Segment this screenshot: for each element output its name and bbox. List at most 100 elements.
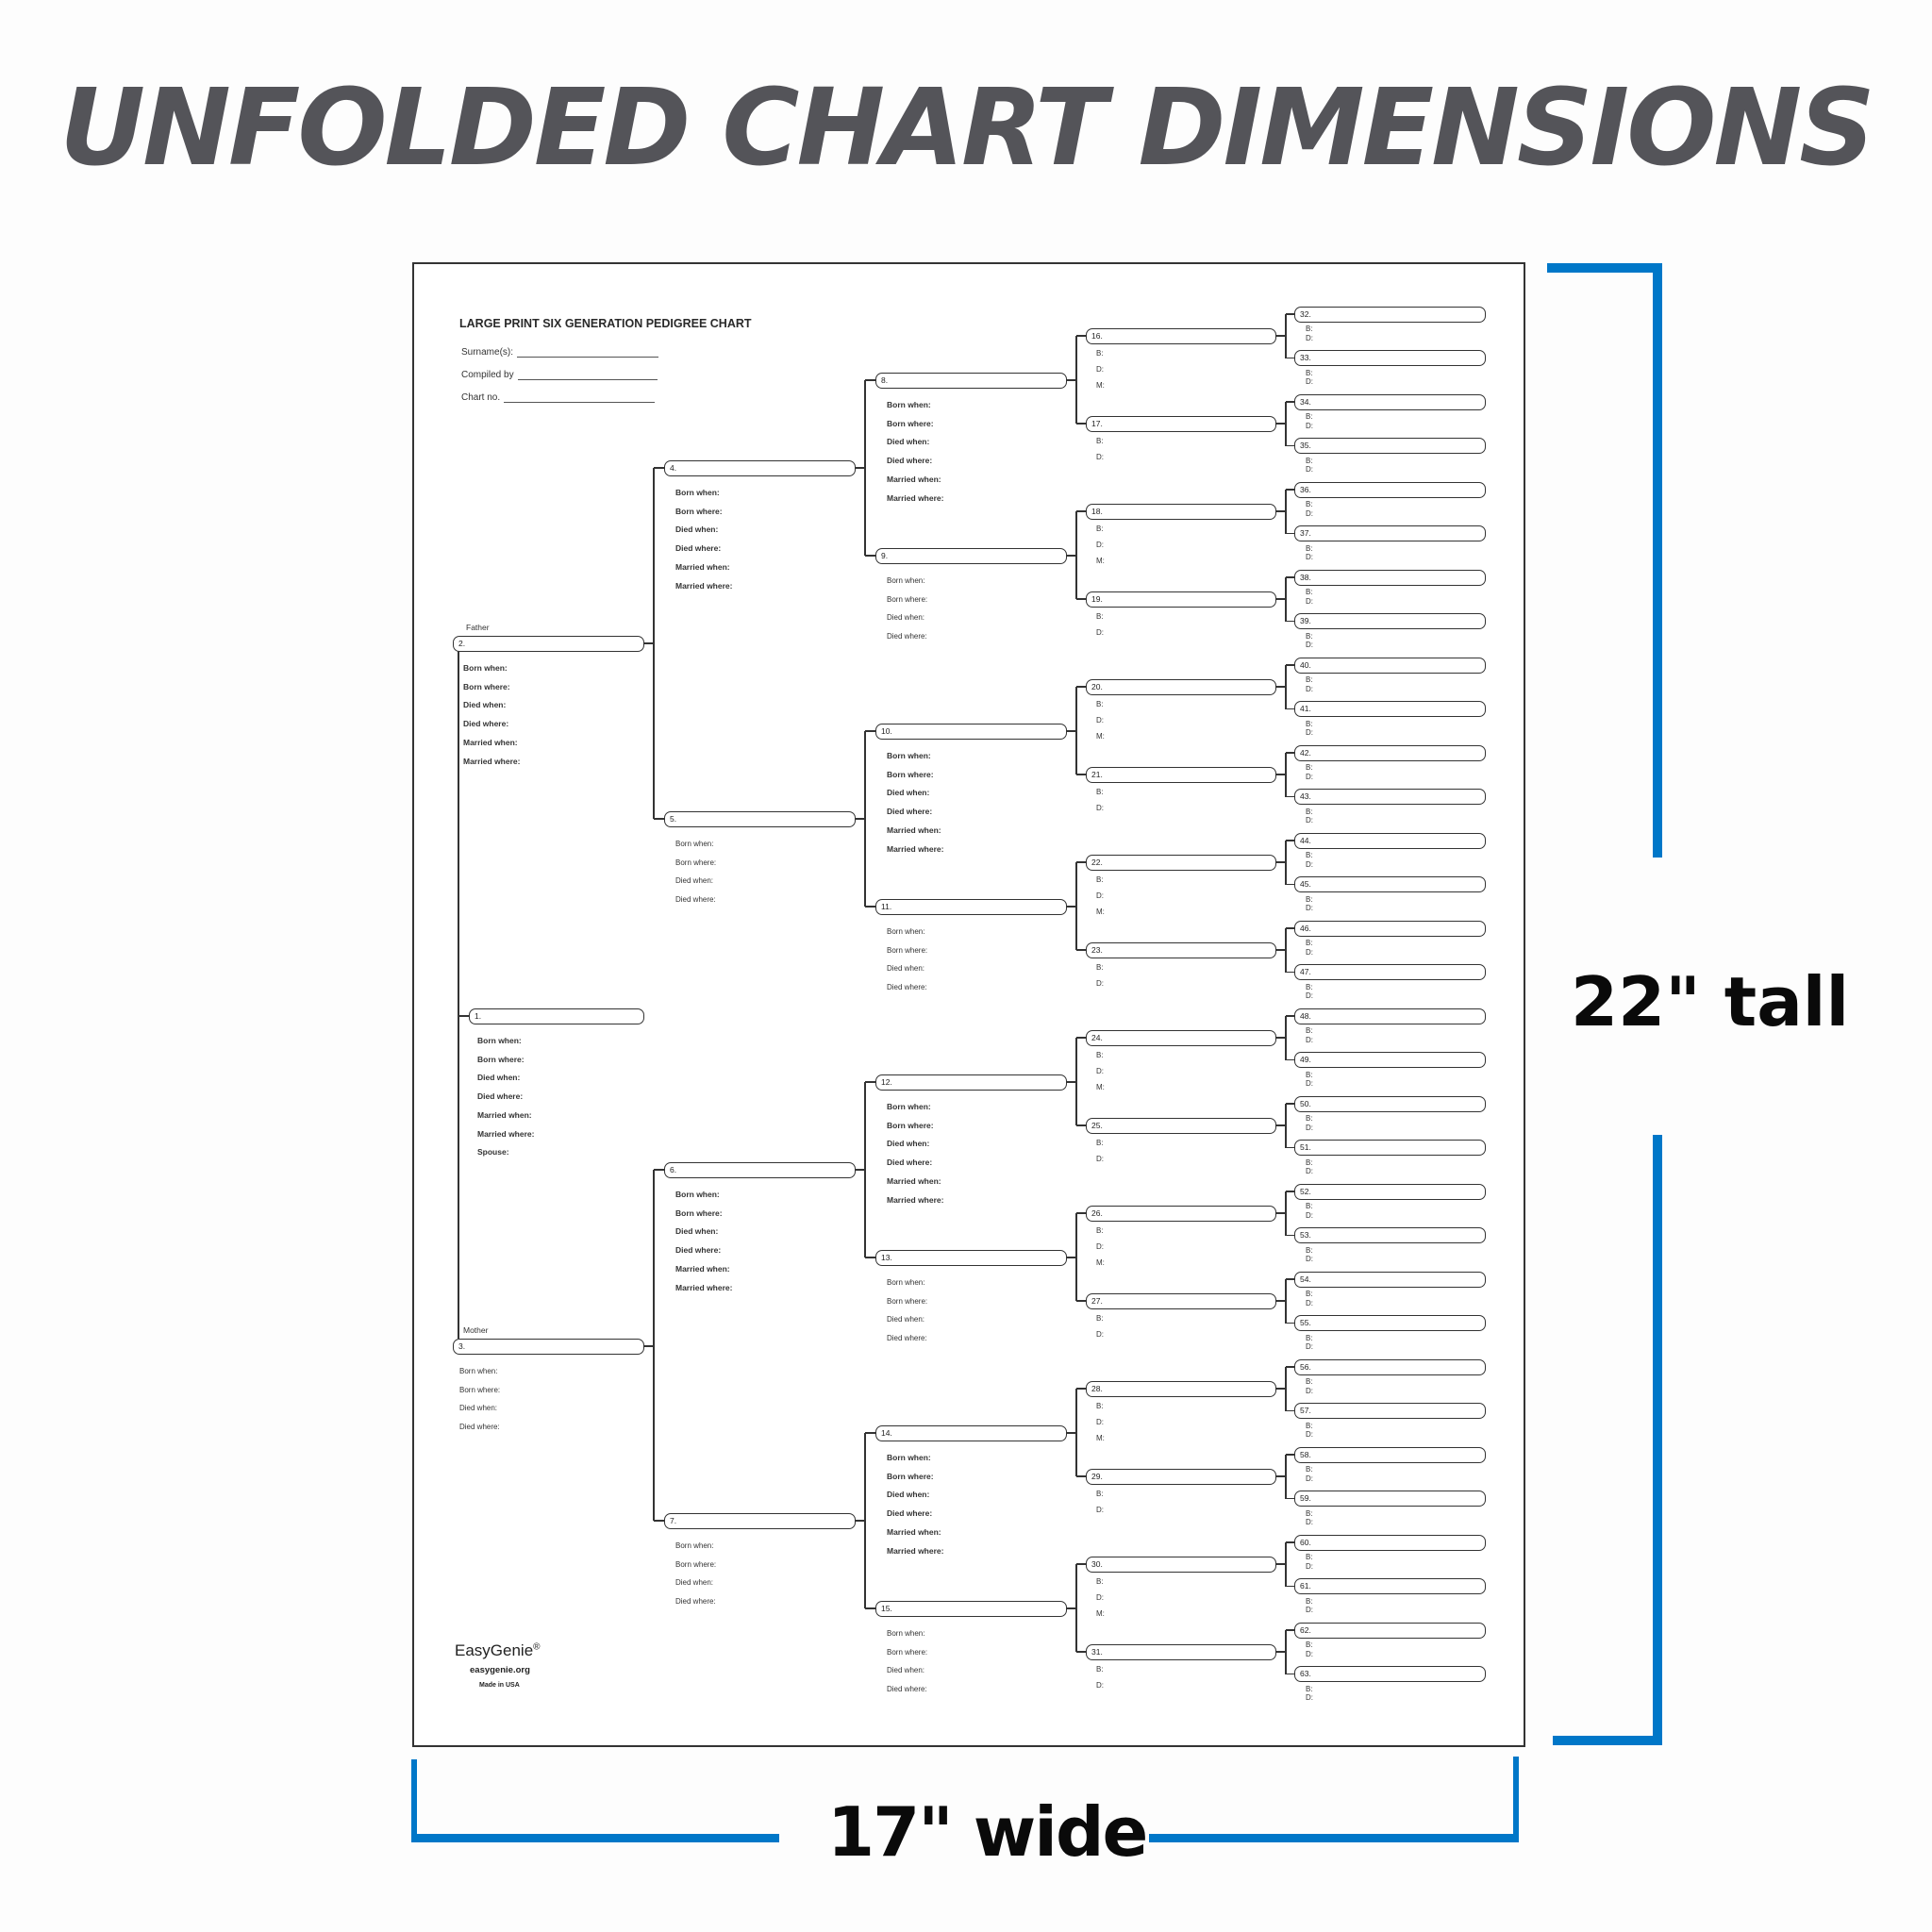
- person-number: 42.: [1300, 747, 1311, 758]
- field-label: D:: [1306, 1079, 1313, 1088]
- connector-line: [1286, 1234, 1294, 1237]
- connector-line: [1076, 861, 1086, 863]
- person-box-54[interactable]: 54.: [1294, 1271, 1486, 1288]
- person-box-6[interactable]: 6.: [664, 1161, 856, 1178]
- person-box-41[interactable]: 41.: [1294, 701, 1486, 717]
- height-bracket-top-arm: [1547, 263, 1661, 273]
- field-label: Died where:: [887, 632, 927, 641]
- person-box-49[interactable]: 49.: [1294, 1052, 1486, 1068]
- person-box-34[interactable]: 34.: [1294, 393, 1486, 410]
- person-box-14[interactable]: 14.: [875, 1424, 1067, 1441]
- person-box-62[interactable]: 62.: [1294, 1622, 1486, 1639]
- person-box-16[interactable]: 16.: [1086, 327, 1276, 344]
- person-box-39[interactable]: 39.: [1294, 613, 1486, 629]
- person-number: 40.: [1300, 659, 1311, 670]
- person-box-55[interactable]: 55.: [1294, 1315, 1486, 1331]
- person-box-2[interactable]: 2.: [453, 635, 644, 652]
- person-box-42[interactable]: 42.: [1294, 744, 1486, 761]
- person-box-31[interactable]: 31.: [1086, 1643, 1276, 1660]
- person-box-23[interactable]: 23.: [1086, 941, 1276, 958]
- person-box-56[interactable]: 56.: [1294, 1358, 1486, 1375]
- person-box-61[interactable]: 61.: [1294, 1578, 1486, 1594]
- person-box-50[interactable]: 50.: [1294, 1095, 1486, 1112]
- field-label: Died when:: [887, 1315, 925, 1324]
- person-box-12[interactable]: 12.: [875, 1074, 1067, 1091]
- person-box-51[interactable]: 51.: [1294, 1140, 1486, 1156]
- field-label: B:: [1306, 543, 1313, 553]
- person-box-29[interactable]: 29.: [1086, 1468, 1276, 1485]
- person-box-30[interactable]: 30.: [1086, 1556, 1276, 1573]
- person-box-43[interactable]: 43.: [1294, 789, 1486, 805]
- person-box-18[interactable]: 18.: [1086, 503, 1276, 520]
- person-box-8[interactable]: 8.: [875, 372, 1067, 389]
- connector-line: [1286, 357, 1294, 359]
- person-box-36[interactable]: 36.: [1294, 481, 1486, 498]
- person-box-21[interactable]: 21.: [1086, 766, 1276, 783]
- field-label: B:: [1306, 500, 1313, 508]
- connector-line: [1285, 1367, 1287, 1411]
- field-label: Married when:: [675, 1263, 730, 1274]
- field-label: Born when:: [675, 488, 720, 497]
- field-label: Died when:: [887, 788, 930, 798]
- person-box-28[interactable]: 28.: [1086, 1380, 1276, 1397]
- connector-line: [1067, 1432, 1076, 1434]
- person-box-60[interactable]: 60.: [1294, 1534, 1486, 1551]
- person-box-52[interactable]: 52.: [1294, 1183, 1486, 1200]
- person-box-11[interactable]: 11.: [875, 898, 1067, 915]
- person-box-45[interactable]: 45.: [1294, 876, 1486, 892]
- height-bracket-lower-bar: [1653, 1135, 1662, 1745]
- person-box-24[interactable]: 24.: [1086, 1029, 1276, 1046]
- person-box-48[interactable]: 48.: [1294, 1008, 1486, 1024]
- person-box-46[interactable]: 46.: [1294, 920, 1486, 937]
- surname-input-line[interactable]: [517, 356, 659, 358]
- person-box-33[interactable]: 33.: [1294, 350, 1486, 366]
- person-number: 18.: [1091, 506, 1103, 516]
- field-label: Died when:: [675, 1578, 714, 1588]
- connector-line: [1076, 1475, 1086, 1477]
- field-label: M:: [1096, 732, 1105, 741]
- person-box-1[interactable]: 1.: [469, 1008, 644, 1024]
- connector-line: [1286, 1191, 1294, 1192]
- person-box-26[interactable]: 26.: [1086, 1205, 1276, 1222]
- field-label: B:: [1306, 719, 1313, 728]
- person-box-58[interactable]: 58.: [1294, 1446, 1486, 1463]
- person-box-3[interactable]: 3.: [453, 1338, 644, 1355]
- person-box-7[interactable]: 7.: [664, 1512, 856, 1529]
- person-box-47[interactable]: 47.: [1294, 964, 1486, 980]
- connector-line: [1076, 1563, 1086, 1565]
- person-box-44[interactable]: 44.: [1294, 832, 1486, 849]
- person-box-15[interactable]: 15.: [875, 1600, 1067, 1617]
- compiled-by-field[interactable]: Compiled by: [461, 370, 658, 380]
- person-box-17[interactable]: 17.: [1086, 415, 1276, 432]
- person-box-57[interactable]: 57.: [1294, 1403, 1486, 1419]
- person-box-53[interactable]: 53.: [1294, 1227, 1486, 1243]
- field-label: B:: [1306, 939, 1313, 947]
- person-box-37[interactable]: 37.: [1294, 525, 1486, 541]
- compiled-by-input-line[interactable]: [517, 378, 658, 380]
- person-box-63[interactable]: 63.: [1294, 1666, 1486, 1682]
- person-box-4[interactable]: 4.: [664, 459, 856, 476]
- person-box-38[interactable]: 38.: [1294, 569, 1486, 586]
- person-number: 23.: [1091, 944, 1103, 955]
- field-label: Died when:: [675, 525, 719, 535]
- chart-no-field[interactable]: Chart no.: [461, 392, 656, 403]
- person-box-59[interactable]: 59.: [1294, 1491, 1486, 1507]
- surname-field[interactable]: Surname(s):: [461, 347, 659, 358]
- chart-no-input-line[interactable]: [504, 401, 656, 403]
- person-number: 19.: [1091, 593, 1103, 604]
- connector-line: [1285, 314, 1287, 358]
- person-box-32[interactable]: 32.: [1294, 306, 1486, 323]
- person-box-5[interactable]: 5.: [664, 810, 856, 827]
- person-box-13[interactable]: 13.: [875, 1249, 1067, 1266]
- person-box-40[interactable]: 40.: [1294, 657, 1486, 674]
- person-box-27[interactable]: 27.: [1086, 1292, 1276, 1309]
- person-box-9[interactable]: 9.: [875, 547, 1067, 564]
- person-box-19[interactable]: 19.: [1086, 591, 1276, 608]
- person-box-35[interactable]: 35.: [1294, 438, 1486, 454]
- field-label: Died when:: [477, 1073, 521, 1083]
- person-box-22[interactable]: 22.: [1086, 854, 1276, 871]
- person-box-25[interactable]: 25.: [1086, 1117, 1276, 1134]
- person-box-20[interactable]: 20.: [1086, 678, 1276, 695]
- person-number: 13.: [881, 1252, 892, 1262]
- person-box-10[interactable]: 10.: [875, 723, 1067, 740]
